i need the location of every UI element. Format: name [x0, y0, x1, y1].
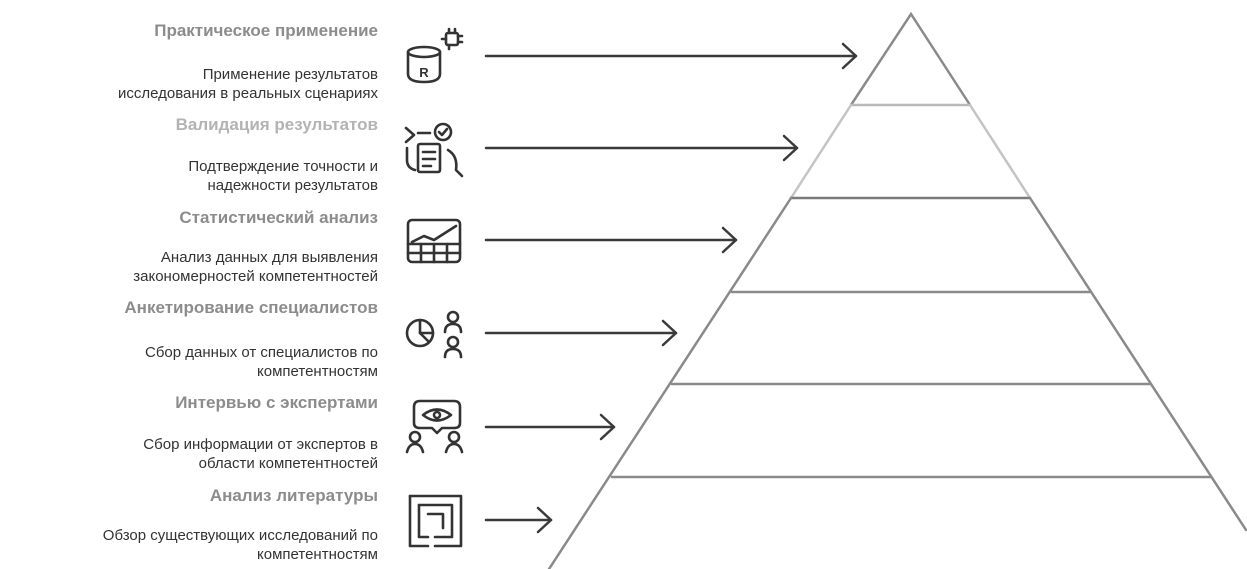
stage-desc-practical-line2: исследования в реальных сценариях	[117, 85, 378, 102]
stage-title-practical: Практическое применение	[154, 21, 378, 40]
stage-desc-validation-line2: надежности результатов	[207, 177, 379, 194]
stage-title-interview: Интервью с экспертами	[175, 393, 378, 412]
nested-squares-icon	[408, 494, 463, 548]
stage-desc-literature-line2: компетентностям	[257, 546, 378, 563]
checklist-document-icon	[404, 122, 464, 178]
pyramid-tier-1	[849, 11, 972, 107]
eye-people-icon	[405, 399, 464, 454]
arrow-practical	[484, 42, 858, 70]
stage-title-survey: Анкетирование специалистов	[124, 298, 378, 317]
database-chip-icon: R	[406, 27, 464, 84]
stage-desc-statistics-line2: закономерностей компетентностей	[133, 268, 378, 285]
arrow-statistics	[484, 226, 738, 254]
pie-chart-people-icon	[405, 310, 463, 359]
stage-desc-literature-line1: Обзор существующих исследований по	[102, 527, 378, 544]
stage-title-literature: Анализ литературы	[209, 486, 378, 505]
svg-text:R: R	[419, 65, 429, 80]
pyramid-left-edge	[547, 196, 793, 569]
stage-desc-survey-line1: Сбор данных от специалистов по	[145, 344, 378, 361]
pyramid-right-edge	[1028, 196, 1247, 532]
pyramid	[547, 11, 1247, 569]
arrow-interview	[484, 413, 616, 441]
arrows	[484, 42, 858, 534]
arrow-validation	[484, 134, 799, 162]
stage-title-validation: Валидация результатов	[175, 115, 378, 134]
arrow-literature	[484, 506, 553, 534]
stage-desc-interview-line2: области компетентностей	[198, 455, 378, 472]
stage-desc-statistics-line1: Анализ данных для выявления	[160, 249, 378, 266]
stage-desc-practical-line1: Применение результатов	[202, 66, 378, 83]
stage-title-statistics: Статистический анализ	[179, 208, 378, 227]
pyramid-tier-2-left	[789, 103, 853, 200]
arrow-survey	[484, 319, 678, 347]
stage-desc-interview-line1: Сбор информации от экспертов в	[143, 436, 378, 453]
stage-desc-survey-line2: компетентностям	[257, 363, 378, 380]
chart-table-icon	[406, 218, 462, 264]
stage-desc-validation-line1: Подтверждение точности и	[188, 158, 378, 175]
pyramid-tier-2-right	[968, 103, 1032, 200]
